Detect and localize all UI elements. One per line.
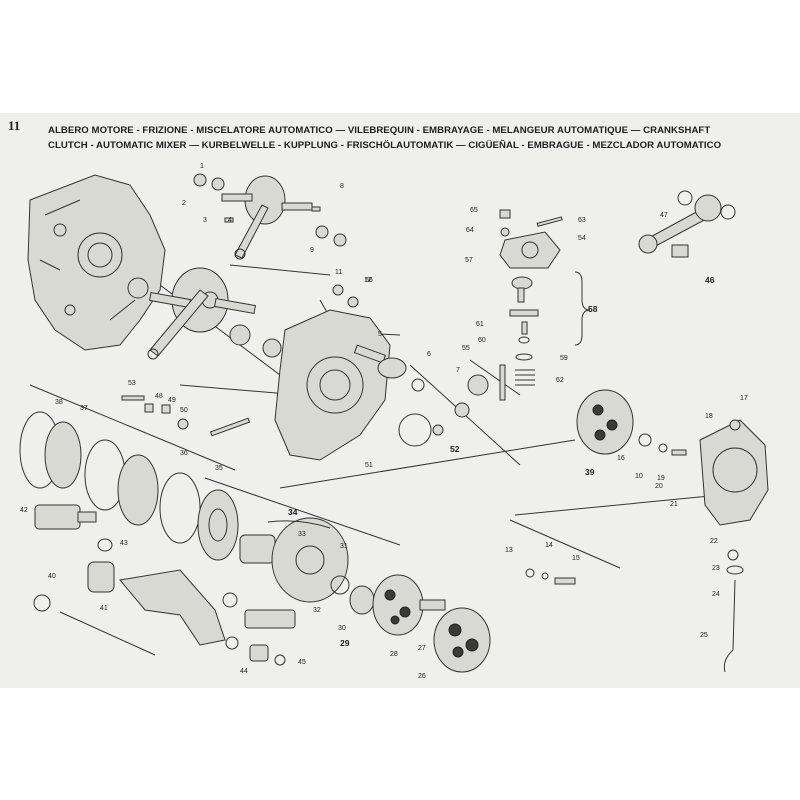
callout-labels: 1 2 3 4 5 6 7 8 9 10 11 12 13 14 15 16 1… [20,163,748,680]
callout-56: 56 [365,277,373,284]
callout-16: 16 [617,455,625,462]
callout-39: 39 [585,467,595,477]
callout-61: 61 [476,321,484,328]
callout-32: 32 [313,607,321,614]
callout-54: 54 [578,235,586,242]
callout-51: 51 [365,462,373,469]
callout-29: 29 [340,638,350,648]
callout-47: 47 [660,212,668,219]
bolts-and-nuts [121,284,506,437]
callout-30: 30 [338,625,346,632]
title-line-1: ALBERO MOTORE - FRIZIONE - MISCELATORE A… [48,125,711,136]
callout-31: 31 [340,543,348,550]
callout-55: 55 [462,345,470,352]
callout-35: 35 [215,465,223,472]
callout-18: 18 [705,413,713,420]
callout-9: 9 [310,247,314,254]
callout-28: 28 [390,651,398,658]
callout-52: 52 [450,444,460,454]
callout-43: 43 [120,540,128,547]
callout-60: 60 [478,337,486,344]
callout-62: 62 [556,377,564,384]
callout-3: 3 [203,217,207,224]
callout-53: 53 [128,380,136,387]
group-bracket-58 [574,271,591,346]
callout-48: 48 [155,393,163,400]
callout-2: 2 [182,200,186,207]
callout-24: 24 [712,591,720,598]
callout-63: 63 [578,217,586,224]
callout-1: 1 [200,163,204,170]
callout-37: 37 [80,405,88,412]
callout-13: 13 [505,547,513,554]
callout-59: 59 [560,355,568,362]
callout-36: 36 [180,450,188,457]
callout-19: 19 [657,475,665,482]
callout-40: 40 [48,573,56,580]
crankcase-cover [274,309,444,461]
callout-58: 58 [588,304,598,314]
callout-8: 8 [340,183,344,190]
callout-12: 12 [364,277,372,284]
clutch-plate-stack [19,411,239,561]
clutch-housing-right [525,389,769,673]
clutch-shafts [33,504,296,666]
callout-4: 4 [228,217,232,224]
callout-50: 50 [180,407,188,414]
callout-34: 34 [288,507,298,517]
callout-49: 49 [168,397,176,404]
callout-17: 17 [740,395,748,402]
callout-38: 38 [55,399,63,406]
callout-20: 20 [655,483,663,490]
callout-33: 33 [298,531,306,538]
callout-46: 46 [705,275,715,285]
callout-21: 21 [670,501,678,508]
callout-41: 41 [100,605,108,612]
group-bracket-34 [267,520,331,529]
callout-14: 14 [545,542,553,549]
crankshaft-upper [193,173,347,260]
callout-64: 64 [466,227,474,234]
callout-57: 57 [465,257,473,264]
callout-27: 27 [418,645,426,652]
callout-10: 10 [635,473,643,480]
callout-42: 42 [20,507,28,514]
callout-65: 65 [470,207,478,214]
clutch-drum [271,517,491,673]
callout-5: 5 [378,331,382,338]
callout-11: 11 [335,269,342,276]
automatic-mixer [499,209,563,386]
page-number: 11 [8,118,21,133]
callout-7: 7 [456,367,460,374]
callout-22: 22 [710,538,718,545]
callout-23: 23 [712,565,720,572]
callout-44: 44 [240,668,248,675]
callout-26: 26 [418,673,426,680]
callout-6: 6 [427,351,431,358]
title-line-2: CLUTCH - AUTOMATIC MIXER — KURBELWELLE -… [48,140,722,151]
crankcase-half [27,174,166,351]
crankshaft-assembly [147,267,282,360]
connecting-rod [638,190,736,258]
callout-15: 15 [572,555,580,562]
callout-45: 45 [298,659,306,666]
callout-25: 25 [700,632,708,639]
